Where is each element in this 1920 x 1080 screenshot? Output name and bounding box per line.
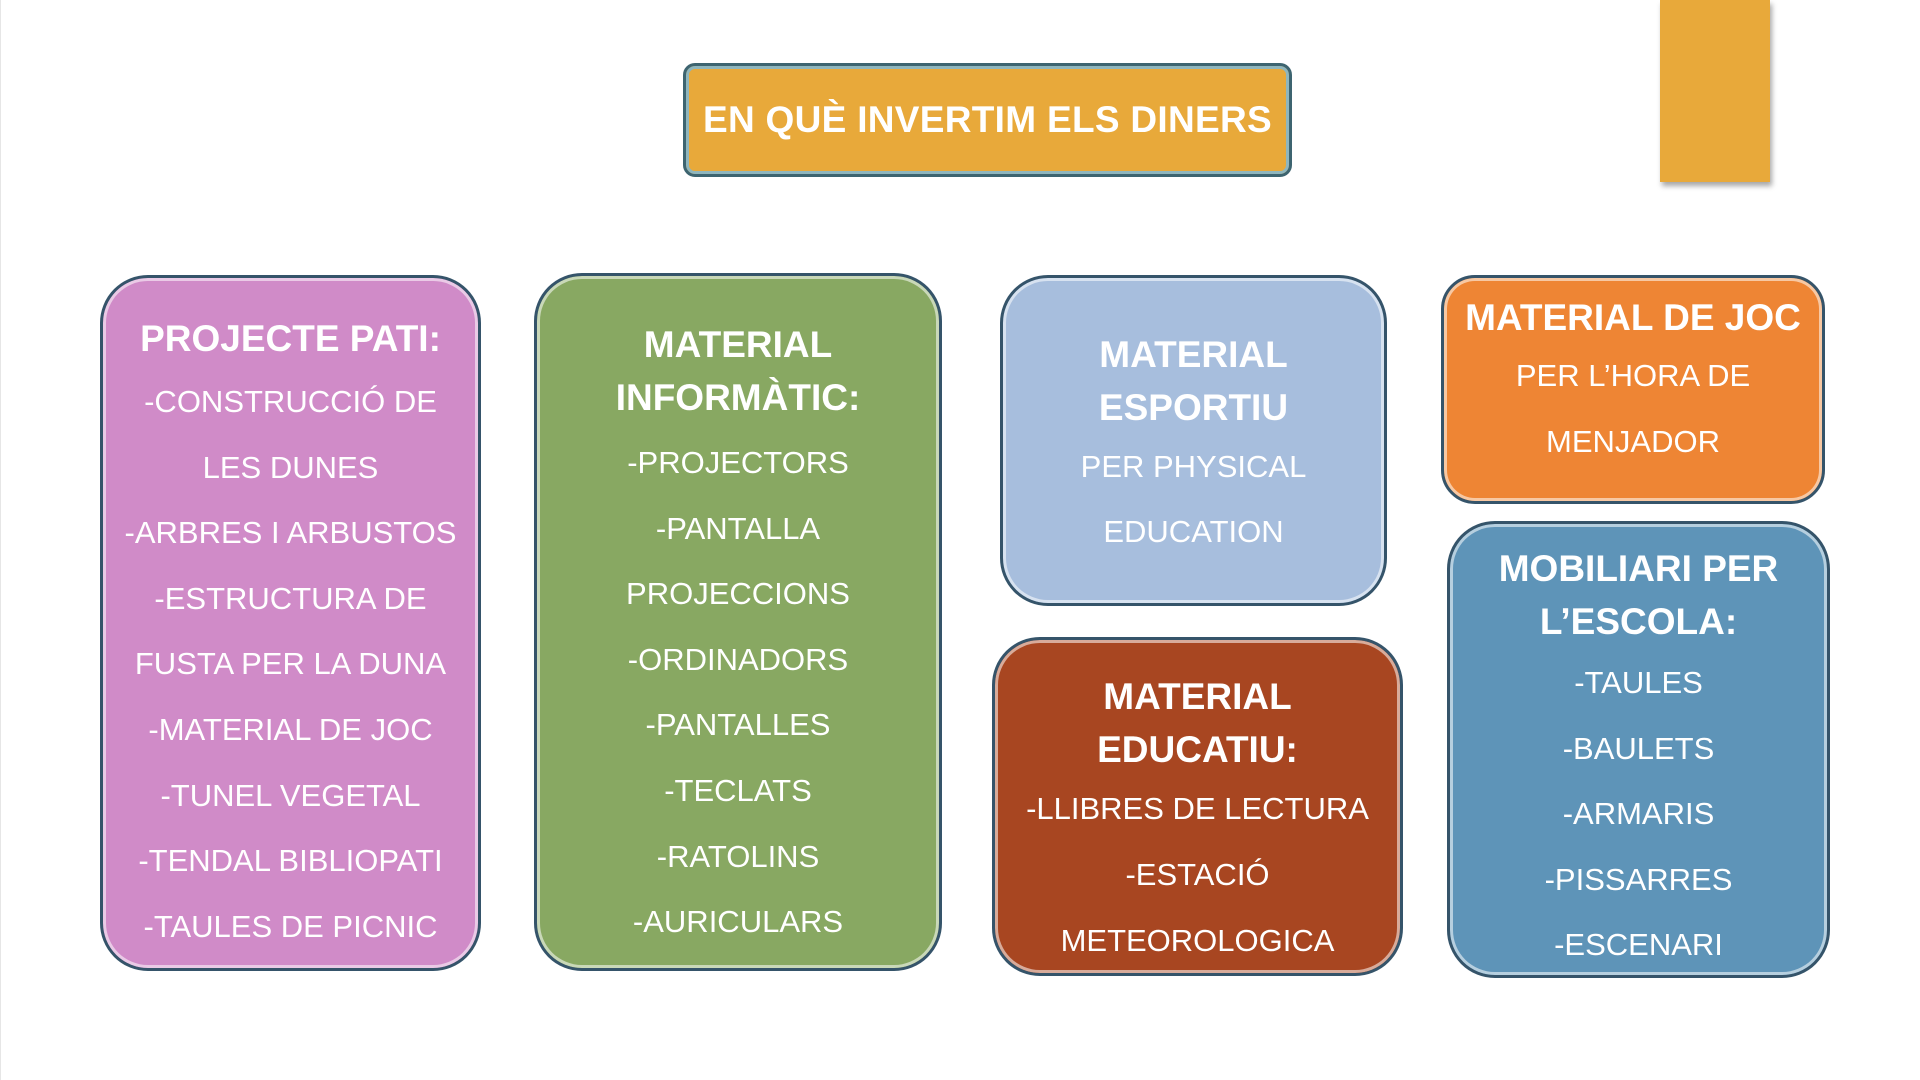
list-item: FUSTA PER LA DUNA: [134, 646, 447, 682]
list-item: METEOROLOGICA: [1060, 923, 1335, 958]
card-title-line: INFORMÀTIC:: [615, 377, 861, 418]
list-item: -ESTACIÓ: [1125, 857, 1270, 892]
list-item: -ESCENARI: [1554, 927, 1723, 962]
item-list: -TAULES -BAULETS -ARMARIS -PISSARRES -ES…: [1450, 650, 1827, 975]
list-item: EDUCATION: [1103, 514, 1284, 549]
list-item: -ARMARIS: [1562, 796, 1715, 831]
list-item: -TUNEL VEGETAL: [160, 777, 421, 813]
card-title-line: ESPORTIU: [1098, 387, 1289, 428]
list-item: LES DUNES: [202, 449, 379, 485]
list-item: -MATERIAL DE JOC: [148, 711, 433, 747]
list-item: PROJECCIONS: [626, 576, 850, 612]
card-title-line: MATERIAL: [643, 324, 833, 365]
card-title-line: MATERIAL: [1099, 334, 1288, 375]
card-title-line: MOBILIARI PER: [1498, 548, 1779, 589]
card-title: MOBILIARI PER L’ESCOLA:: [1450, 542, 1827, 648]
card-title: MATERIAL DE JOC: [1465, 297, 1801, 338]
list-item: -TENDAL BIBLIOPATI: [138, 843, 443, 879]
list-item: -PISSARRES: [1544, 861, 1733, 897]
item-list: -PROJECTORS -PANTALLA PROJECCIONS -ORDIN…: [537, 430, 939, 955]
item-list: -CONSTRUCCIÓ DE LES DUNES -ARBRES I ARBU…: [103, 369, 478, 959]
list-item: -ORDINADORS: [627, 641, 849, 677]
list-item: -AURICULARS: [632, 904, 844, 940]
card-mobiliari-escola: MOBILIARI PER L’ESCOLA: -TAULES -BAULETS…: [1447, 521, 1830, 978]
card-title: MATERIAL ESPORTIU: [1003, 328, 1384, 434]
card-projecte-pati: PROJECTE PATI: -CONSTRUCCIÓ DE LES DUNES…: [100, 275, 481, 971]
list-item: -TECLATS: [664, 772, 812, 808]
list-item: MENJADOR: [1546, 424, 1720, 459]
list-item: PER PHYSICAL: [1080, 449, 1307, 484]
list-item: -LLIBRES DE LECTURA: [1026, 791, 1369, 826]
card-title: MATERIAL INFORMÀTIC:: [537, 318, 939, 424]
list-item: -ESTRUCTURA DE: [154, 580, 427, 616]
card-title-line: EDUCATIU:: [1097, 729, 1298, 770]
card-material-educatiu: MATERIAL EDUCATIU: -LLIBRES DE LECTURA -…: [992, 637, 1403, 976]
list-item: -RATOLINS: [656, 838, 820, 874]
list-item: -TAULES DE PICNIC: [143, 908, 438, 944]
list-item: -PANTALLES: [645, 707, 831, 743]
list-item: -TAULES: [1574, 665, 1703, 700]
list-item: -PROJECTORS: [627, 445, 849, 480]
item-list: PER L’HORA DE MENJADOR: [1444, 343, 1822, 475]
list-item: PER L’HORA DE: [1515, 358, 1751, 393]
card-title: MATERIAL EDUCATIU:: [995, 670, 1400, 776]
card-title-line: MATERIAL: [1103, 676, 1292, 717]
list-item: -CONSTRUCCIÓ DE: [144, 384, 437, 419]
card-material-esportiu: MATERIAL ESPORTIU PER PHYSICAL EDUCATION: [1000, 275, 1387, 606]
item-list: PER PHYSICAL EDUCATION: [1003, 434, 1384, 564]
slide-edge: [0, 0, 1, 1080]
list-item: -ARBRES I ARBUSTOS: [124, 515, 457, 551]
card-material-de-joc: MATERIAL DE JOC PER L’HORA DE MENJADOR: [1441, 275, 1825, 504]
card-title: PROJECTE PATI:: [140, 318, 441, 359]
item-list: -LLIBRES DE LECTURA -ESTACIÓ METEOROLOGI…: [995, 776, 1400, 973]
title-box: EN QUÈ INVERTIM ELS DINERS: [683, 63, 1292, 177]
accent-bar: [1660, 0, 1770, 182]
list-item: -PANTALLA: [655, 510, 821, 546]
page-title: EN QUÈ INVERTIM ELS DINERS: [702, 99, 1273, 140]
card-title-line: L’ESCOLA:: [1539, 601, 1738, 642]
list-item: -BAULETS: [1562, 730, 1715, 766]
card-material-informatic: MATERIAL INFORMÀTIC: -PROJECTORS -PANTAL…: [534, 273, 942, 971]
